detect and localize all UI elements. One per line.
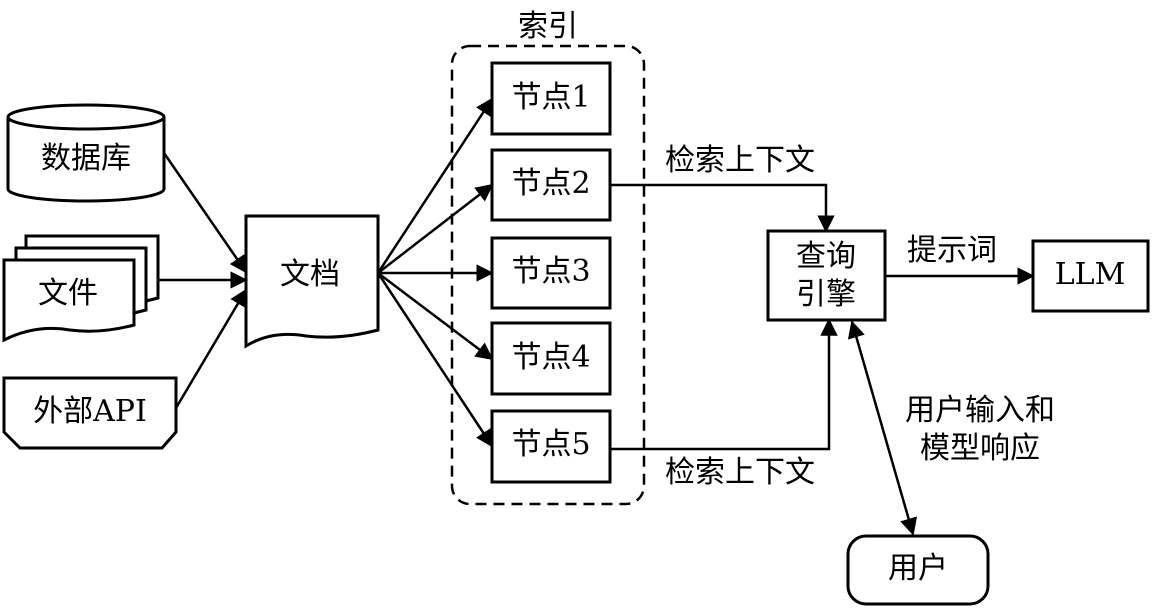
arrow-document-to-node-1 xyxy=(376,97,494,274)
files-label: 文件 xyxy=(38,276,98,311)
external-api-label: 外部API xyxy=(33,394,147,429)
user-box: 用户 xyxy=(846,534,990,606)
arrow-query-engine-user-bidirectional xyxy=(847,320,918,536)
user-io-label-line1: 用户输入和 xyxy=(905,393,1055,428)
arrow-node-5-to-query-engine xyxy=(610,318,838,451)
user-io-label-line2: 模型响应 xyxy=(920,431,1040,466)
external-api-card-icon xyxy=(2,376,178,450)
external-api-source: 外部API xyxy=(2,376,178,450)
document-node: 文档 xyxy=(244,214,380,349)
arrow-api-to-document xyxy=(174,288,248,409)
arrow-database-to-document xyxy=(162,152,248,274)
node-4: 节点4 xyxy=(490,321,612,396)
database-label: 数据库 xyxy=(41,141,131,176)
files-source: 文件 xyxy=(2,234,160,343)
node-5: 节点5 xyxy=(490,409,612,484)
arrow-node-2-to-query-engine xyxy=(610,183,835,233)
prompt-label: 提示词 xyxy=(907,233,997,268)
node-1: 节点1 xyxy=(490,61,612,136)
node-1-label: 节点1 xyxy=(511,80,590,115)
node-2: 节点2 xyxy=(490,148,612,222)
query-engine-label-line1: 查询 xyxy=(796,239,856,274)
query-engine: 查询 引擎 xyxy=(766,229,887,322)
index-group-title: 索引 xyxy=(518,9,578,44)
node-5-label: 节点5 xyxy=(511,427,590,462)
index-group-border xyxy=(450,44,646,506)
index-group: 索引 xyxy=(450,9,646,506)
database-cylinder-icon xyxy=(6,117,166,203)
document-shape-icon xyxy=(244,214,380,349)
query-engine-label-line2: 引擎 xyxy=(796,277,856,312)
node-2-label: 节点2 xyxy=(511,166,590,201)
llm-label: LLM xyxy=(1055,257,1126,292)
retrieve-context-bottom-label: 检索上下文 xyxy=(665,455,815,490)
arrow-document-to-node-5 xyxy=(376,272,494,448)
arrow-document-to-node-4 xyxy=(377,272,494,361)
node-3: 节点3 xyxy=(490,236,612,310)
database-source: 数据库 xyxy=(6,103,166,203)
document-label: 文档 xyxy=(280,257,340,292)
retrieve-context-top-label: 检索上下文 xyxy=(665,143,815,178)
node-3-label: 节点3 xyxy=(511,254,590,289)
user-label: 用户 xyxy=(888,551,948,586)
llm-box: LLM xyxy=(1031,239,1150,313)
arrow-document-to-node-2 xyxy=(377,183,494,274)
node-4-label: 节点4 xyxy=(511,340,590,375)
